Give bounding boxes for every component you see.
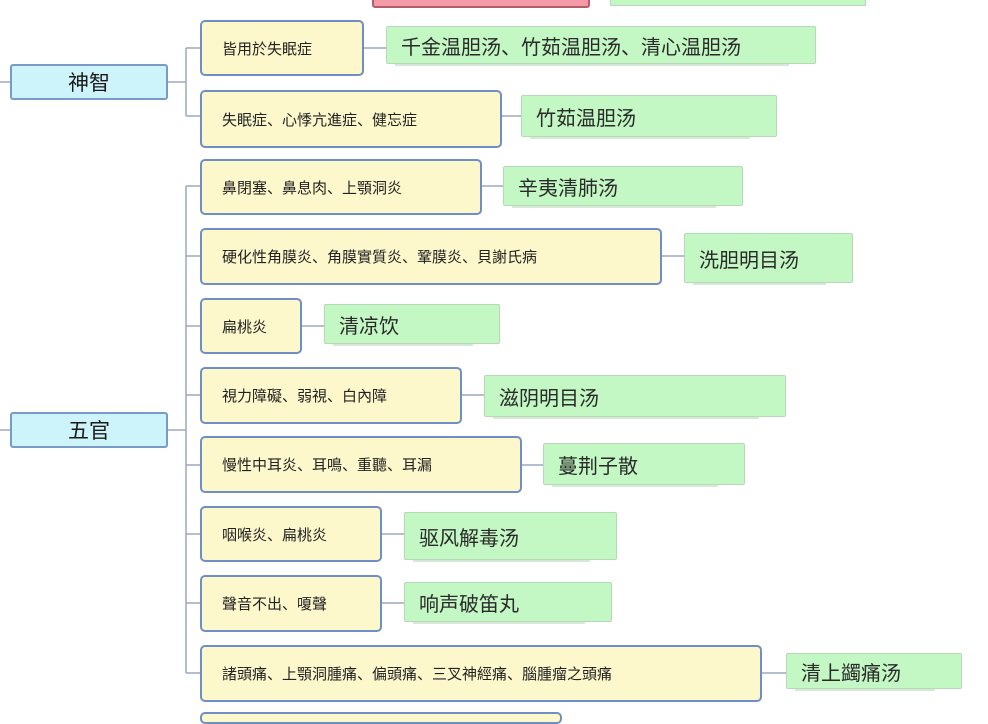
category-node-wuguan[interactable]: 五官 bbox=[10, 412, 168, 448]
symptom-label: 鼻閉塞、鼻息肉、上顎洞炎 bbox=[222, 178, 403, 197]
formula-node[interactable]: 洗胆明目汤 bbox=[684, 233, 853, 285]
formula-node[interactable]: 驱风解毒汤 bbox=[404, 512, 617, 562]
symptom-node[interactable]: 失眠症、心悸亢進症、健忘症 bbox=[200, 90, 502, 148]
formula-label: 竹茹温胆汤 bbox=[536, 105, 636, 130]
symptom-node[interactable]: 扁桃炎 bbox=[200, 298, 302, 354]
symptom-label: 咽喉炎、扁桃炎 bbox=[222, 525, 328, 544]
symptom-label: 聲音不出、嗄聲 bbox=[222, 595, 328, 613]
formula-node[interactable]: 响声破笛丸 bbox=[404, 582, 612, 624]
formula-label: 蔓荆子散 bbox=[558, 453, 638, 478]
symptom-node[interactable]: 聲音不出、嗄聲 bbox=[200, 575, 382, 632]
symptom-label: 硬化性角膜炎、角膜實質炎、鞏膜炎、貝謝氏病 bbox=[222, 248, 538, 266]
symptom-label: 皆用於失眠症 bbox=[222, 39, 313, 58]
formula-label: 响声破笛丸 bbox=[419, 591, 519, 616]
top-partial-node bbox=[372, 0, 590, 8]
category-label: 五官 bbox=[68, 419, 110, 443]
symptom-node[interactable]: 視力障礙、弱視、白內障 bbox=[200, 367, 462, 424]
formula-node[interactable]: 千金温胆汤、竹茹温胆汤、清心温胆汤 bbox=[386, 26, 816, 66]
formula-label: 千金温胆汤、竹茹温胆汤、清心温胆汤 bbox=[401, 34, 741, 59]
top-partial-formula bbox=[610, 0, 866, 6]
symptom-label: 視力障礙、弱視、白內障 bbox=[222, 387, 388, 405]
formula-label: 滋阴明目汤 bbox=[499, 385, 599, 410]
symptom-node[interactable]: 硬化性角膜炎、角膜實質炎、鞏膜炎、貝謝氏病 bbox=[200, 228, 662, 285]
symptom-node[interactable]: 鼻閉塞、鼻息肉、上顎洞炎 bbox=[200, 159, 482, 215]
symptom-node[interactable]: 咽喉炎、扁桃炎 bbox=[200, 506, 382, 562]
formula-node[interactable]: 竹茹温胆汤 bbox=[521, 95, 777, 139]
formula-label: 辛夷清肺汤 bbox=[518, 175, 618, 200]
formula-label: 洗胆明目汤 bbox=[699, 247, 799, 272]
symptom-label: 諸頭痛、上顎洞腫痛、偏頭痛、三叉神經痛、腦腫瘤之頭痛 bbox=[222, 665, 613, 683]
formula-node[interactable]: 清上蠲痛汤 bbox=[786, 653, 962, 691]
category-label: 神智 bbox=[68, 71, 110, 95]
formula-node[interactable]: 蔓荆子散 bbox=[543, 443, 745, 487]
bottom-partial-node bbox=[200, 712, 562, 724]
symptom-label: 失眠症、心悸亢進症、健忘症 bbox=[222, 110, 418, 129]
formula-label: 清上蠲痛汤 bbox=[801, 660, 901, 685]
formula-label: 清凉饮 bbox=[339, 313, 399, 338]
symptom-label: 扁桃炎 bbox=[222, 317, 268, 336]
category-node-shenzhi[interactable]: 神智 bbox=[10, 64, 168, 100]
symptom-node[interactable]: 慢性中耳炎、耳鳴、重聽、耳漏 bbox=[200, 436, 522, 493]
symptom-node[interactable]: 諸頭痛、上顎洞腫痛、偏頭痛、三叉神經痛、腦腫瘤之頭痛 bbox=[200, 645, 762, 702]
formula-label: 驱风解毒汤 bbox=[419, 525, 519, 550]
formula-node[interactable]: 清凉饮 bbox=[324, 304, 500, 346]
formula-node[interactable]: 滋阴明目汤 bbox=[484, 375, 786, 419]
formula-node[interactable]: 辛夷清肺汤 bbox=[503, 166, 743, 208]
symptom-label: 慢性中耳炎、耳鳴、重聽、耳漏 bbox=[222, 456, 433, 474]
symptom-node[interactable]: 皆用於失眠症 bbox=[200, 20, 364, 76]
